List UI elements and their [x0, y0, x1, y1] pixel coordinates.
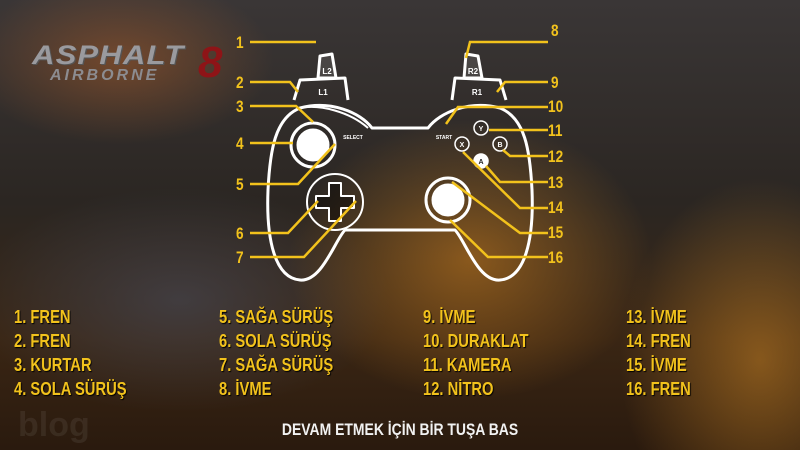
right-stick-ring: [424, 176, 472, 224]
callout-2: 2: [236, 73, 244, 92]
legend-item: 16. FREN: [626, 379, 691, 399]
l2-label: L2: [322, 67, 332, 76]
legend-item: 1. FREN: [14, 307, 71, 327]
legend-item: 8. İVME: [219, 379, 272, 399]
logo-number: 8: [198, 38, 223, 87]
callout-11: 11: [548, 121, 563, 140]
legend-item: 7. SAĞA SÜRÜŞ: [219, 355, 334, 375]
right-stick: [431, 183, 465, 217]
r1-label: R1: [472, 88, 483, 97]
r2-label: R2: [468, 67, 479, 76]
callout-9: 9: [551, 73, 559, 92]
x-button-ring: [454, 136, 470, 152]
y-button: Y: [479, 126, 484, 133]
callout-5: 5: [236, 175, 244, 194]
l2-trigger: [316, 52, 338, 80]
start-label: START: [436, 135, 452, 141]
callout-1: 1: [236, 33, 244, 52]
legend-item: 2. FREN: [14, 331, 71, 351]
callout-14: 14: [548, 198, 564, 217]
logo-title: ASPHALT: [32, 40, 185, 70]
legend-item: 3. KURTAR: [14, 355, 92, 375]
select-label: SELECT: [343, 135, 363, 141]
callout-15: 15: [548, 223, 564, 242]
logo-subtitle: AIRBORNE: [50, 67, 160, 84]
l1-label: L1: [318, 88, 328, 97]
legend-item: 9. İVME: [423, 307, 476, 327]
callout-6: 6: [236, 224, 244, 243]
callout-16: 16: [548, 248, 564, 267]
continue-prompt[interactable]: DEVAM ETMEK İÇİN BİR TUŞA BAS: [0, 420, 800, 440]
callout-3: 3: [236, 97, 244, 116]
legend-item: 15. İVME: [626, 355, 687, 375]
watermark: blog: [18, 406, 90, 444]
callout-12: 12: [548, 147, 564, 166]
y-button-ring: [473, 120, 489, 136]
callout-10: 10: [548, 97, 564, 116]
a-button: A: [478, 159, 483, 166]
callout-4: 4: [236, 134, 244, 153]
b-button-ring: [492, 136, 508, 152]
b-button: B: [497, 142, 502, 149]
legend-item: 11. KAMERA: [423, 355, 512, 375]
callout-8: 8: [551, 21, 559, 40]
callout-13: 13: [548, 173, 564, 192]
legend-item: 12. NİTRO: [423, 379, 494, 399]
controller-ridge: [299, 106, 369, 129]
controller-body: [266, 103, 534, 282]
x-button: X: [460, 142, 465, 149]
legend-item: 6. SOLA SÜRÜŞ: [219, 331, 332, 351]
callout-7: 7: [236, 248, 244, 267]
dpad-ring: [306, 173, 364, 231]
legend-item: 4. SOLA SÜRÜŞ: [14, 379, 127, 399]
legend-item: 5. SAĞA SÜRÜŞ: [219, 307, 334, 327]
legend-item: 14. FREN: [626, 331, 691, 351]
dpad: [315, 182, 355, 222]
r2-trigger: [462, 52, 484, 80]
continue-prompt-text: DEVAM ETMEK İÇİN BİR TUŞA BAS: [281, 420, 519, 439]
game-logo: ASPHALT AIRBORNE 8: [32, 38, 222, 87]
legend-item: 13. İVME: [626, 307, 687, 327]
callout-lines: [250, 40, 548, 259]
legend-item: 10. DURAKLAT: [423, 331, 529, 351]
left-stick: [296, 128, 330, 162]
